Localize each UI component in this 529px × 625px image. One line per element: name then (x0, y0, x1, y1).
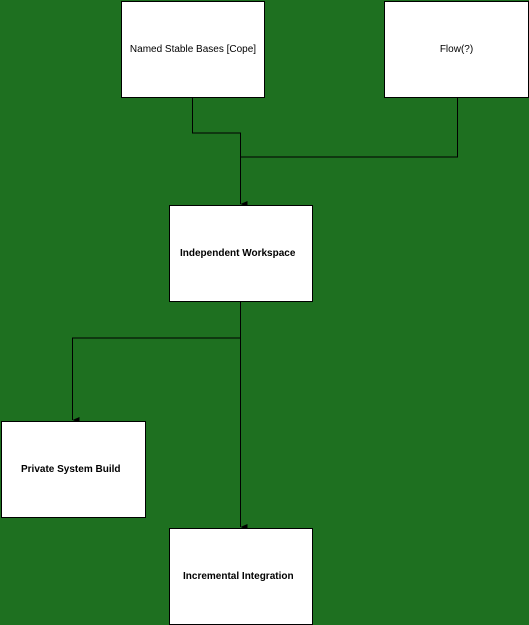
node-flow[interactable]: Flow(?) (384, 1, 529, 98)
edge-named-stable-bases-to-independent-workspace (192, 97, 248, 207)
node-label: Flow(?) (439, 44, 474, 55)
edge-flow-to-independent-workspace (240, 97, 458, 158)
node-private-system-build[interactable]: Private System Build (1, 421, 146, 518)
node-named-stable-bases[interactable]: Named Stable Bases [Cope] (121, 1, 265, 98)
node-label: Independent Workspace (180, 248, 296, 259)
edge-independent-workspace-to-private-system-build (72, 301, 241, 423)
node-label: Private System Build (21, 464, 121, 475)
node-incremental-integration[interactable]: Incremental Integration (169, 528, 313, 625)
node-independent-workspace[interactable]: Independent Workspace (169, 205, 313, 302)
node-label: Named Stable Bases [Cope] (129, 44, 257, 55)
node-label: Incremental Integration (183, 571, 294, 582)
